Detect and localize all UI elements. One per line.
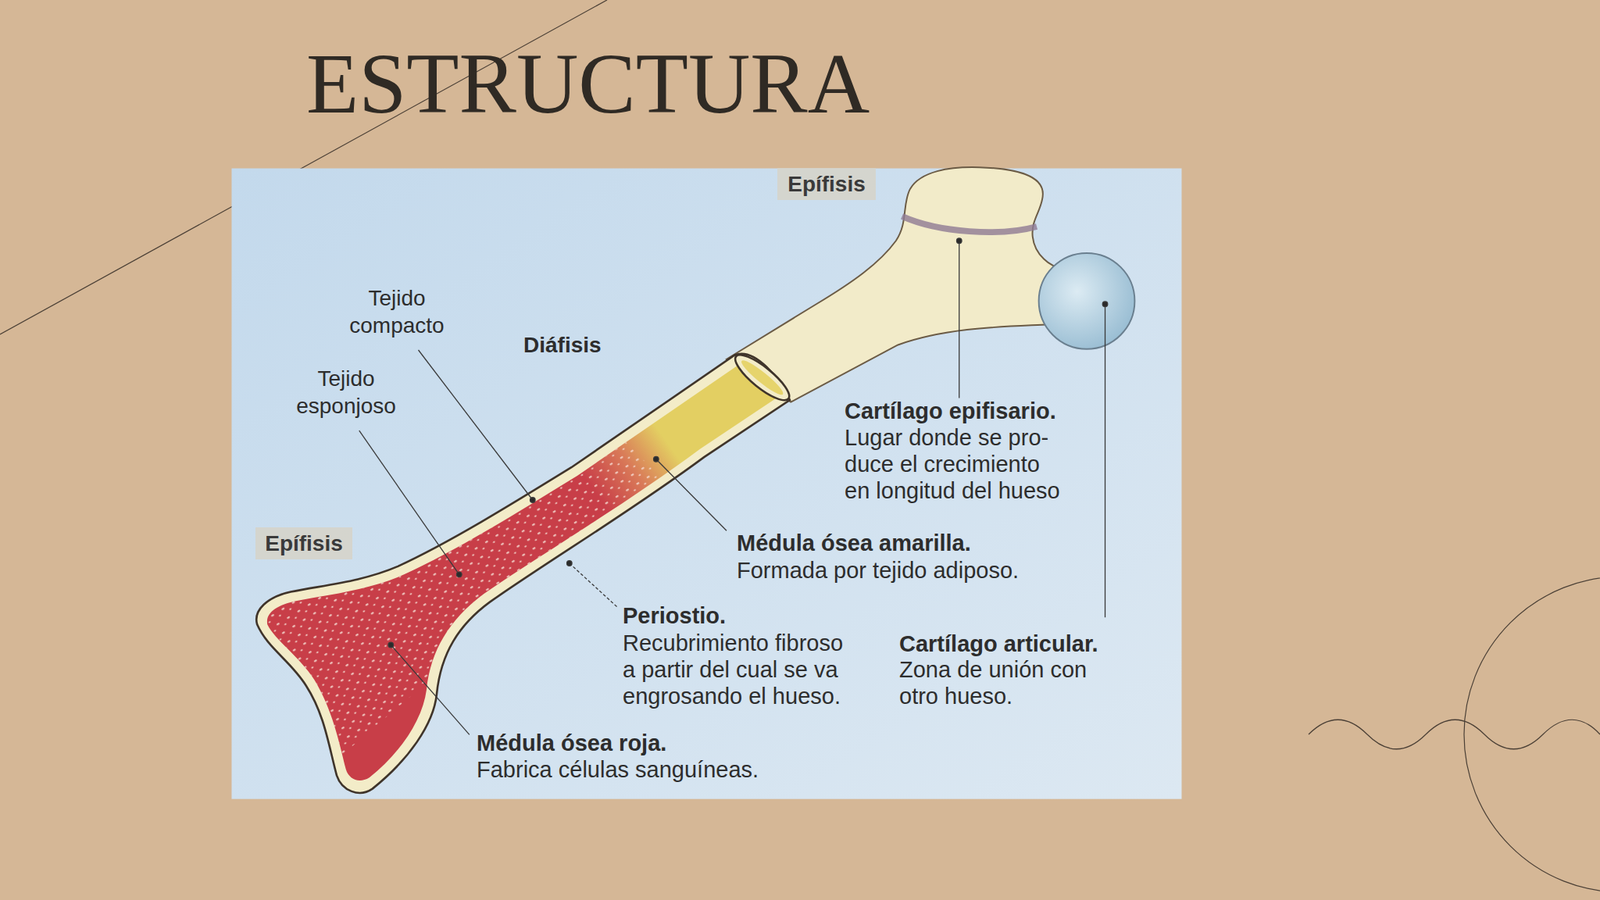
- leader-line: [569, 563, 618, 608]
- part-label: Diáfisis: [523, 331, 602, 359]
- leader-line: [1104, 303, 1106, 618]
- callout-body: Formada por tejido adiposo.: [736, 557, 1019, 584]
- leader-line: [359, 430, 460, 575]
- leader-dot: [653, 456, 660, 462]
- leader-dot: [956, 238, 962, 244]
- leader-line: [958, 240, 960, 398]
- part-label: Tejido esponjoso: [283, 364, 409, 420]
- callout-body: Lugar donde se pro- duce el crecimiento …: [844, 424, 1066, 504]
- decor-wave: [1308, 719, 1600, 750]
- yellow-marrow: [738, 357, 786, 399]
- cut-rim: [729, 348, 795, 408]
- leader-dot: [1102, 301, 1108, 308]
- callout-heading: Periostio.: [622, 602, 726, 629]
- bone-shaft: [726, 167, 1061, 403]
- leader-line: [390, 644, 470, 735]
- part-label: Epífisis: [777, 167, 876, 200]
- part-label: Tejido compacto: [338, 284, 456, 340]
- slide-title: ESTRUCTURA: [306, 40, 870, 127]
- epiphyseal-cartilage: [902, 216, 1037, 233]
- callout-body: Fabrica células sanguíneas.: [476, 756, 759, 783]
- leader-line: [656, 459, 727, 531]
- articular-cartilage: [1039, 253, 1136, 350]
- callout-body: Recubrimiento fibroso a partir del cual …: [622, 629, 854, 710]
- leader-dot: [567, 560, 573, 567]
- callout-body: Zona de unión con otro hueso.: [899, 656, 1104, 710]
- callout-heading: Médula ósea amarilla.: [736, 529, 972, 557]
- spongy-bone: [234, 428, 664, 848]
- leader-line: [418, 350, 533, 500]
- callout-heading: Cartílago epifisario.: [844, 397, 1057, 425]
- leader-dot: [388, 642, 394, 648]
- callout-heading: Médula ósea roja.: [476, 729, 667, 757]
- callout-heading: Cartílago articular.: [899, 630, 1099, 658]
- leader-dot: [456, 571, 462, 578]
- part-label: Epífisis: [255, 527, 353, 560]
- leader-dot: [530, 497, 536, 504]
